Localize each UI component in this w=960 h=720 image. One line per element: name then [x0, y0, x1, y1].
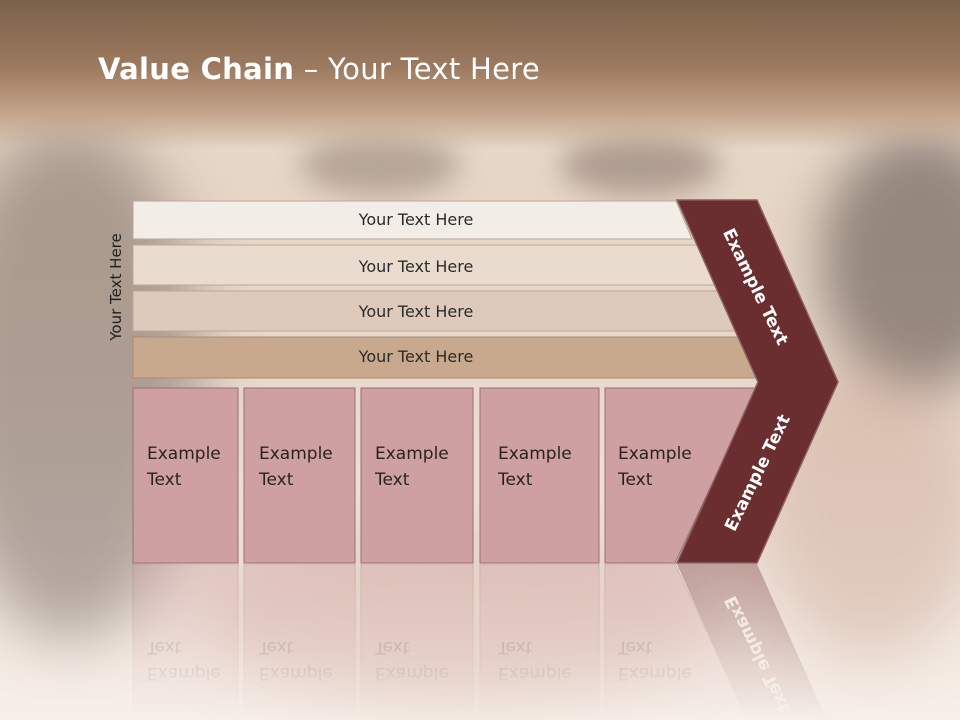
- reflection-box-2: [243, 563, 356, 720]
- reflection-text-5a: Example: [618, 663, 692, 683]
- reflection-text-2b: Text: [258, 637, 294, 657]
- row-label-2: Your Text Here: [358, 257, 474, 276]
- column-box-4: [479, 387, 600, 564]
- column-text-1a: Example: [147, 444, 221, 464]
- column-box-1: [132, 387, 239, 564]
- column-text-2a: Example: [259, 444, 333, 464]
- reflection-text-1b: Text: [146, 637, 182, 657]
- row-label-1: Your Text Here: [358, 210, 474, 229]
- column-text-3b: Text: [374, 470, 410, 490]
- row-bar-1: [132, 200, 693, 240]
- column-box-2: [243, 387, 356, 564]
- reflection-text-3a: Example: [375, 663, 449, 683]
- column-box-5: [604, 387, 758, 564]
- column-text-2b: Text: [258, 470, 294, 490]
- reflection-box-5: [604, 563, 749, 720]
- column-box-3: [360, 387, 474, 564]
- column-text-4b: Text: [497, 470, 533, 490]
- column-boxes: Example Text Example Text Example Text E…: [132, 387, 758, 564]
- reflection-text-2a: Example: [259, 663, 333, 683]
- column-text-4a: Example: [498, 444, 572, 464]
- column-text-1b: Text: [146, 470, 182, 490]
- reflection-text-4a: Example: [498, 663, 572, 683]
- header-band: [0, 0, 960, 150]
- row-label-4: Your Text Here: [358, 347, 474, 366]
- row-label-3: Your Text Here: [358, 302, 474, 321]
- reflection-text-4b: Text: [497, 637, 533, 657]
- row-bars: Your Text Here Your Text Here Your Text …: [132, 200, 765, 379]
- title-bold: Value Chain: [98, 52, 295, 86]
- reflection-box-3: [360, 563, 474, 720]
- reflection-chevron: [677, 564, 827, 720]
- slide-title: Value Chain – Your Text Here: [98, 52, 540, 86]
- diagram-reflection: Example Text Example Text Example Text E…: [132, 563, 827, 720]
- title-rest: – Your Text Here: [294, 52, 540, 86]
- chevron-shape: [675, 199, 839, 564]
- reflection-text-5b: Text: [617, 637, 653, 657]
- reflection-text-1a: Example: [147, 663, 221, 683]
- reflection-box-1: [132, 563, 239, 720]
- column-text-3a: Example: [375, 444, 449, 464]
- reflection-text-3b: Text: [374, 637, 410, 657]
- column-text-5b: Text: [617, 470, 653, 490]
- column-text-5a: Example: [618, 444, 692, 464]
- chevron: Example Text Example Text: [675, 199, 839, 564]
- reflection-box-4: [479, 563, 600, 720]
